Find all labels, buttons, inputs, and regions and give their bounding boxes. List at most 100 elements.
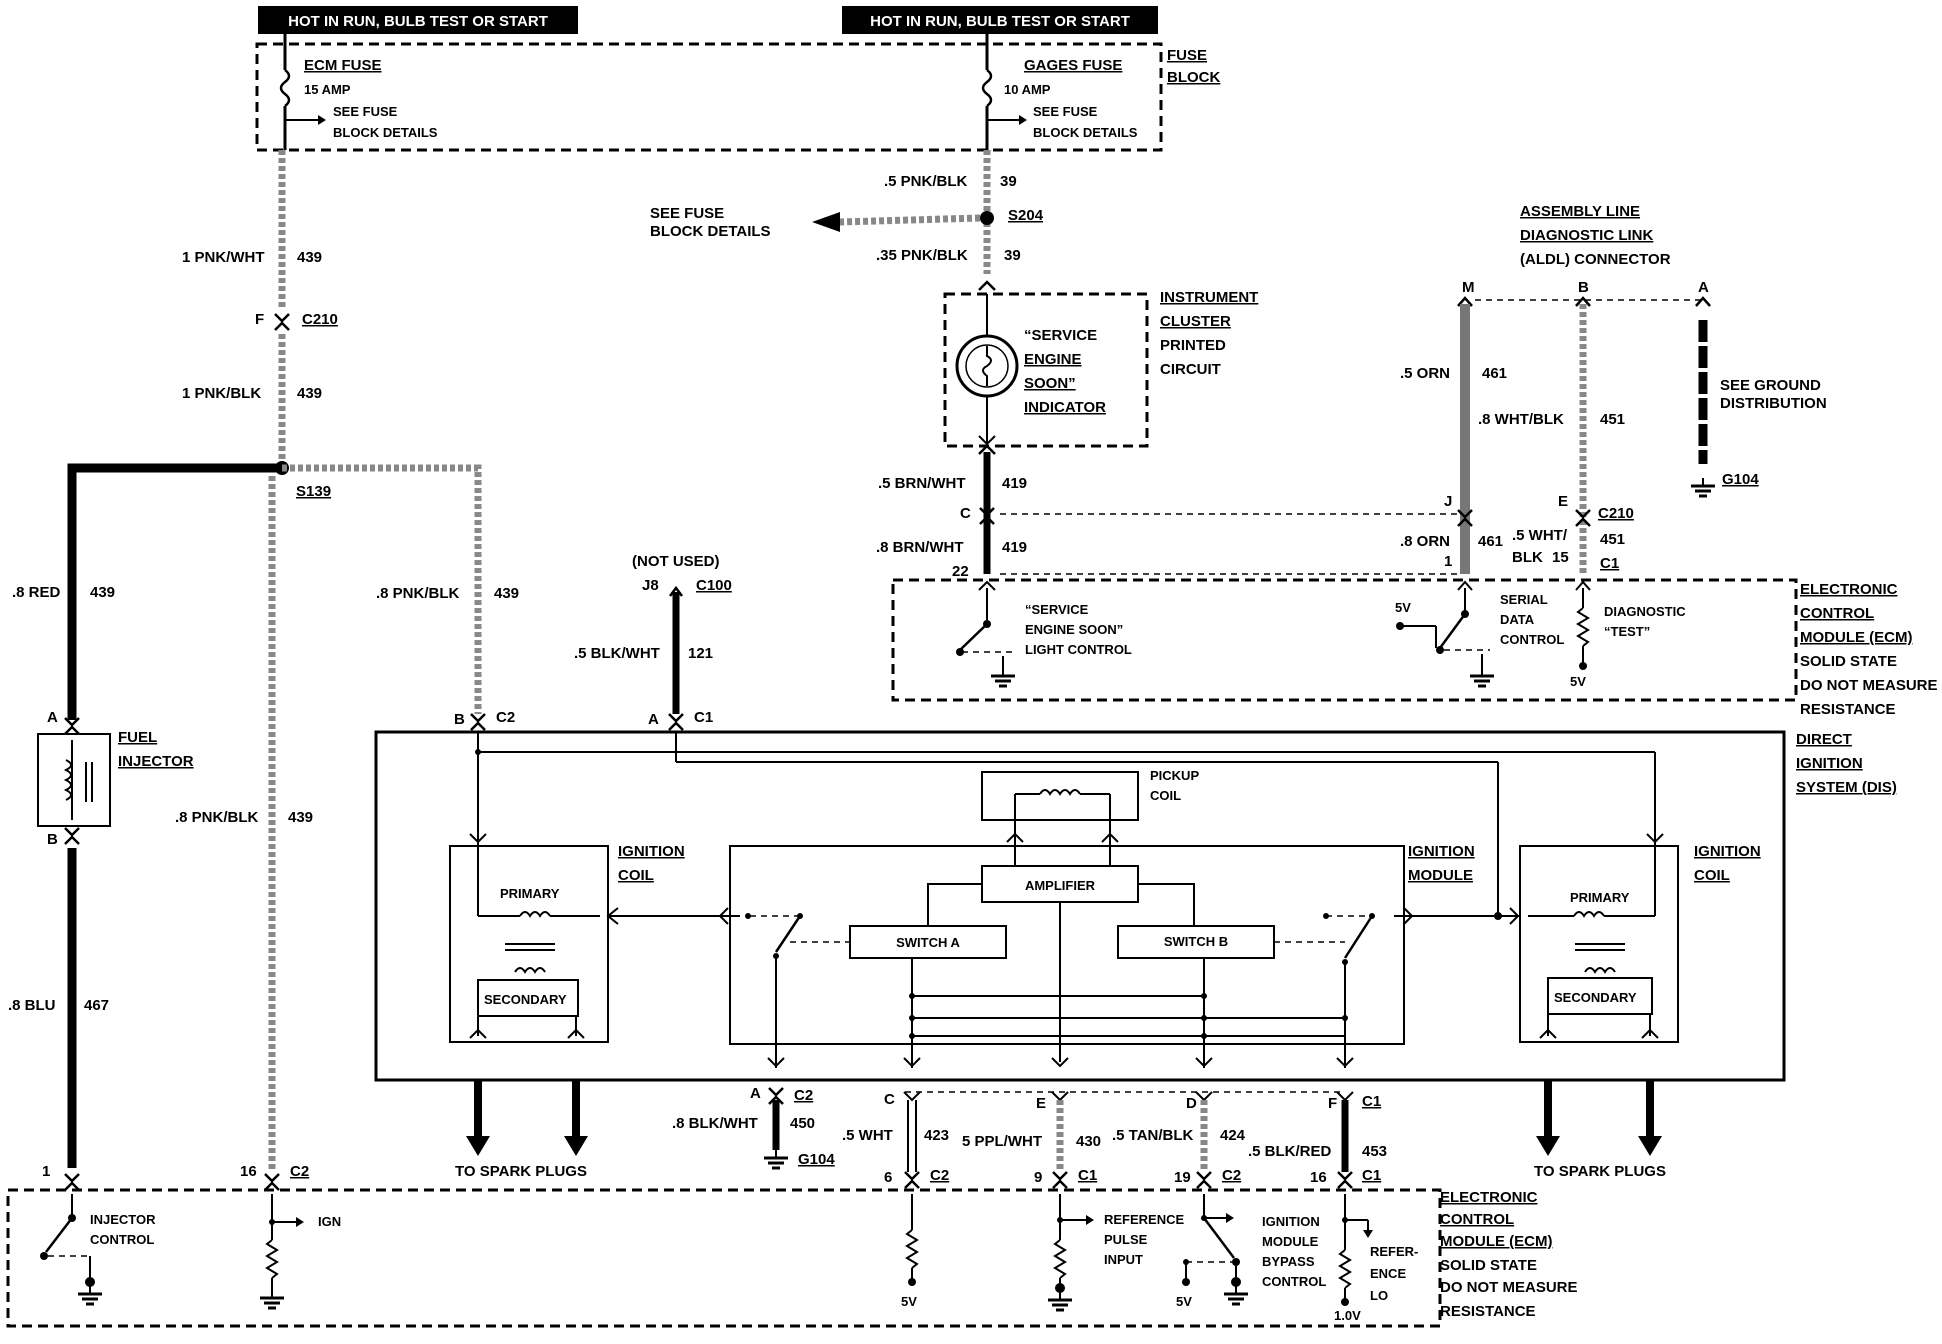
primary-left: PRIMARY (500, 886, 560, 901)
c100-pin: J8 (642, 577, 659, 594)
gages-fuse-label: GAGES FUSE (1024, 57, 1122, 74)
c210-pin-e: E (1558, 493, 1568, 510)
bot-pin-6: 6 (884, 1169, 892, 1186)
ecm-bot-1v: 1.0V (1334, 1308, 1361, 1323)
g104-a: G104 (1722, 471, 1759, 488)
w439d-num: 439 (288, 809, 313, 826)
ecm-fuse-label: ECM FUSE (304, 57, 382, 74)
w439d-color: .8 PNK/BLK (175, 809, 259, 826)
w461a-color: .5 ORN (1400, 365, 1450, 382)
bot-pin-19-c: C2 (1222, 1167, 1241, 1184)
sdc-3: CONTROL (1500, 632, 1564, 647)
ind-3: SOON” (1024, 375, 1076, 392)
ic-pin-22: 22 (952, 563, 969, 580)
bot-pin-f: F (1328, 1095, 1337, 1112)
ic-label-3: PRINTED (1160, 337, 1226, 354)
bot-pin-a-c: C2 (794, 1087, 813, 1104)
wire-439-red (67, 463, 282, 720)
w453-color: .5 BLK/RED (1248, 1143, 1332, 1160)
w450-num: 450 (790, 1115, 815, 1132)
c210-right: C210 (1598, 505, 1634, 522)
fuse-block-label-1: FUSE (1167, 47, 1207, 64)
instrument-cluster-box (943, 292, 1149, 448)
w439b-num: 439 (297, 385, 322, 402)
w450-color: .8 BLK/WHT (672, 1115, 758, 1132)
spark-left-label: TO SPARK PLUGS (455, 1163, 587, 1180)
primary-right: PRIMARY (1570, 890, 1630, 905)
spark-arrows-right: TO SPARK PLUGS (1534, 1080, 1666, 1180)
sdc-1: SERIAL (1500, 592, 1548, 607)
sdc-5v: 5V (1395, 600, 1411, 615)
pickup-1: PICKUP (1150, 768, 1199, 783)
header-right-label: HOT IN RUN, BULB TEST OR START (870, 13, 1130, 30)
ref-2: PULSE (1104, 1232, 1148, 1247)
byp-2: MODULE (1262, 1234, 1319, 1249)
ic-pin-c: C (960, 505, 971, 522)
ecm-bottom-box (6, 1188, 1442, 1328)
ecm-top-lab-5: DO NOT MEASURE (1800, 677, 1938, 694)
w451b-color2: BLK (1512, 549, 1543, 566)
ecm-bot-pin-16: 16 (240, 1163, 257, 1180)
fuse-block-label-2: BLOCK (1167, 69, 1220, 86)
w451b-num: 451 (1600, 531, 1625, 548)
w39b-num: 39 (1004, 247, 1021, 264)
w39b-color: .35 PNK/BLK (876, 247, 968, 264)
ecm-bot-lab-1: ELECTRONIC (1440, 1189, 1538, 1206)
dis-lab-1: DIRECT (1796, 731, 1852, 748)
byp-1: IGNITION (1262, 1214, 1320, 1229)
gages-fuse-amp: 10 AMP (1004, 82, 1051, 97)
diag-5v: 5V (1570, 674, 1586, 689)
byp-4: CONTROL (1262, 1274, 1326, 1289)
ses-2: ENGINE SOON” (1025, 622, 1123, 637)
ind-1: “SERVICE (1024, 327, 1097, 344)
dis-box (374, 730, 1786, 1082)
fuel-injector-label-2: INJECTOR (118, 753, 194, 770)
ref-1: REFERENCE (1104, 1212, 1185, 1227)
ecm-top-box (891, 578, 1798, 702)
s139-label: S139 (296, 483, 331, 500)
w451a-num: 451 (1600, 411, 1625, 428)
see-fuse-2a: SEE FUSE (1033, 104, 1098, 119)
dis-lab-3: SYSTEM (DIS) (1796, 779, 1897, 796)
inj-ctrl-2: CONTROL (90, 1232, 154, 1247)
header-left: HOT IN RUN, BULB TEST OR START (258, 6, 578, 34)
ecm-bot-5v-a: 5V (901, 1294, 917, 1309)
coil-left-1: IGNITION (618, 843, 685, 860)
ecm-top-lab-4: SOLID STATE (1800, 653, 1897, 670)
ses-3: LIGHT CONTROL (1025, 642, 1132, 657)
w430-color: 5 PPL/WHT (962, 1133, 1042, 1150)
ic-label-1: INSTRUMENT (1160, 289, 1258, 306)
aldl-label-1: ASSEMBLY LINE (1520, 203, 1640, 220)
w439a-color: 1 PNK/WHT (182, 249, 265, 266)
spark-right-label: TO SPARK PLUGS (1534, 1163, 1666, 1180)
aldl-ground-b: DISTRIBUTION (1720, 395, 1827, 412)
ecm-fuse-amp: 15 AMP (304, 82, 351, 97)
ecm-bot-lab-3: MODULE (ECM) (1440, 1233, 1553, 1250)
w461b-color: .8 ORN (1400, 533, 1450, 550)
w39a-num: 39 (1000, 173, 1017, 190)
spark-arrows-left: TO SPARK PLUGS (455, 1080, 588, 1180)
secondary-right: SECONDARY (1554, 990, 1637, 1005)
dis-pin-b-c: C2 (496, 709, 515, 726)
switch-a-label: SWITCH A (896, 935, 960, 950)
ecm-bot-lab-6: RESISTANCE (1440, 1303, 1536, 1320)
w467-color: .8 BLU (8, 997, 56, 1014)
dis-pin-b: B (454, 711, 465, 728)
w467-num: 467 (84, 997, 109, 1014)
see-fuse-2b: BLOCK DETAILS (1033, 125, 1138, 140)
bot-pin-16-c: C1 (1362, 1167, 1381, 1184)
w419b-num: 419 (1002, 539, 1027, 556)
w451b-color1: .5 WHT/ (1512, 527, 1568, 544)
w419b-color: .8 BRN/WHT (876, 539, 964, 556)
bot-pin-19: 19 (1174, 1169, 1191, 1186)
aldl-ground-a: SEE GROUND (1720, 377, 1821, 394)
w439a-num: 439 (297, 249, 322, 266)
w424-num: 424 (1220, 1127, 1246, 1144)
w461b-num: 461 (1478, 533, 1503, 550)
module-1: IGNITION (1408, 843, 1475, 860)
pickup-2: COIL (1150, 788, 1181, 803)
w39a-color: .5 PNK/BLK (884, 173, 968, 190)
w419a-color: .5 BRN/WHT (878, 475, 966, 492)
w439red-num: 439 (90, 584, 115, 601)
ign-label: IGN (318, 1214, 341, 1229)
